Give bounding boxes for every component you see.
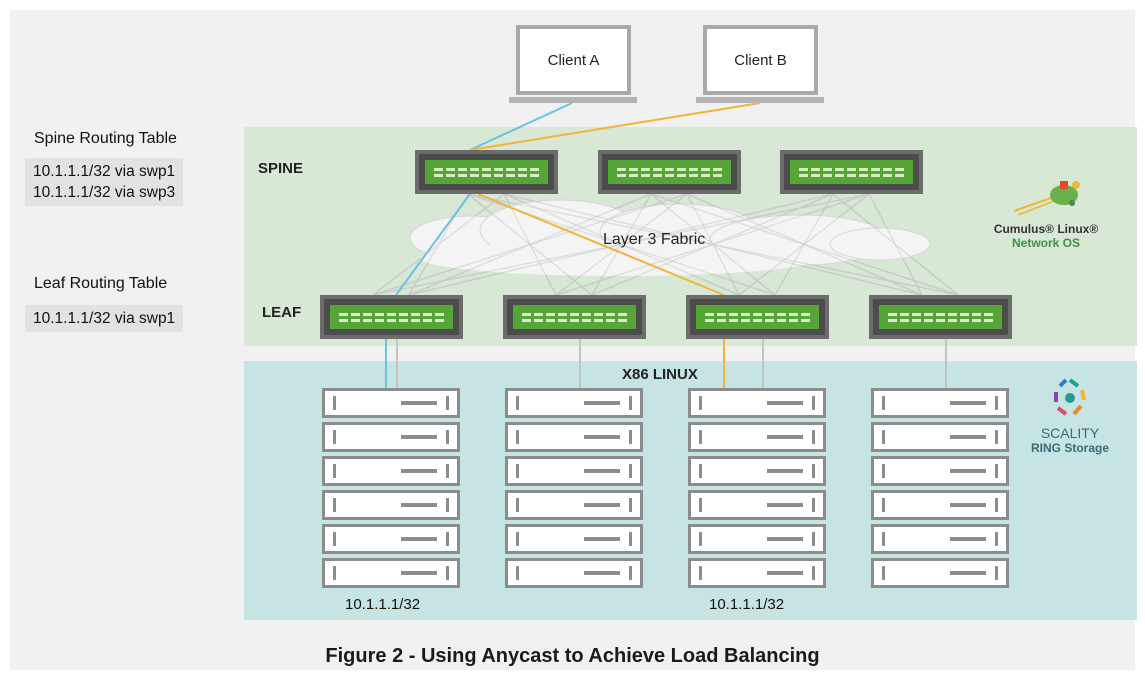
- leaf-routing-table: 10.1.1.1/32 via swp1: [25, 305, 184, 332]
- server-unit: [688, 558, 826, 588]
- rack-1-ip: 10.1.1.1/32: [345, 596, 421, 613]
- anycast-paths: [385, 102, 761, 388]
- server-unit: [505, 558, 643, 588]
- switch-ports: [879, 305, 1002, 329]
- switch-ports: [330, 305, 453, 329]
- server-unit: [871, 490, 1009, 520]
- client-a-screen: Client A: [516, 25, 631, 95]
- cumulus-name: Cumulus® Linux®: [993, 222, 1099, 236]
- server-unit: [871, 558, 1009, 588]
- server-unit: [688, 456, 826, 486]
- server-unit: [505, 456, 643, 486]
- leaf-switch-2: [503, 295, 646, 339]
- cumulus-sub: Network OS: [1011, 236, 1080, 250]
- server-unit: [505, 490, 643, 520]
- client-a-label: Client A: [547, 51, 600, 69]
- switch-ports: [513, 305, 636, 329]
- leaf-switch-4: [869, 295, 1012, 339]
- switch-ports: [425, 160, 548, 184]
- server-unit: [505, 388, 643, 418]
- fabric-label: Layer 3 Fabric: [603, 231, 706, 248]
- spine-switch-3: [780, 150, 923, 194]
- server-unit: [871, 422, 1009, 452]
- leaf-to-rack-links: [396, 339, 947, 388]
- x86-layer-label: X86 LINUX: [622, 366, 698, 383]
- rack-3-ip: 10.1.1.1/32: [709, 596, 785, 613]
- server-unit: [322, 524, 460, 554]
- fabric-mesh-over: [372, 193, 959, 296]
- scality-name: SCALITY: [1040, 425, 1100, 441]
- scality-sub: RING Storage: [1030, 441, 1109, 455]
- server-unit: [505, 524, 643, 554]
- scality-brand: SCALITY RING Storage: [1010, 376, 1130, 455]
- server-rack-4: [871, 388, 1009, 588]
- server-unit: [322, 422, 460, 452]
- server-unit: [871, 388, 1009, 418]
- server-rack-2: [505, 388, 643, 588]
- server-unit: [688, 524, 826, 554]
- leaf-table-title: Leaf Routing Table: [34, 275, 168, 292]
- switch-ports: [696, 305, 819, 329]
- cumulus-turtle-icon: [1013, 181, 1080, 216]
- client-b-label: Client B: [734, 51, 787, 69]
- switch-ports: [608, 160, 731, 184]
- leaf-switch-1: [320, 295, 463, 339]
- spine-routing-table: 10.1.1.1/32 via swp1 10.1.1.1/32 via swp…: [25, 158, 184, 206]
- leaf-switch-3: [686, 295, 829, 339]
- spine-route-1: 10.1.1.1/32 via swp1: [33, 163, 176, 180]
- server-rack-3: [688, 388, 826, 588]
- server-unit: [688, 388, 826, 418]
- cumulus-brand: Cumulus® Linux® Network OS: [976, 175, 1116, 250]
- server-unit: [322, 456, 460, 486]
- client-b-screen: Client B: [703, 25, 818, 95]
- leaf-layer-label: LEAF: [262, 304, 302, 321]
- server-unit: [505, 422, 643, 452]
- spine-switch-1: [415, 150, 558, 194]
- client-a-base: [509, 97, 637, 103]
- server-unit: [322, 490, 460, 520]
- figure-caption: Figure 2 - Using Anycast to Achieve Load…: [325, 645, 820, 667]
- server-unit: [871, 524, 1009, 554]
- server-unit: [322, 388, 460, 418]
- server-unit: [688, 490, 826, 520]
- server-unit: [688, 422, 826, 452]
- server-unit: [871, 456, 1009, 486]
- server-rack-1: [322, 388, 460, 588]
- spine-switch-2: [598, 150, 741, 194]
- switch-ports: [790, 160, 913, 184]
- spine-route-2: 10.1.1.1/32 via swp3: [33, 184, 176, 201]
- spine-table-title: Spine Routing Table: [34, 130, 177, 147]
- spine-layer-label: SPINE: [258, 160, 304, 177]
- scality-ring-icon: [1054, 378, 1086, 416]
- leaf-route-1: 10.1.1.1/32 via swp1: [33, 310, 176, 327]
- client-b-base: [696, 97, 824, 103]
- server-unit: [322, 558, 460, 588]
